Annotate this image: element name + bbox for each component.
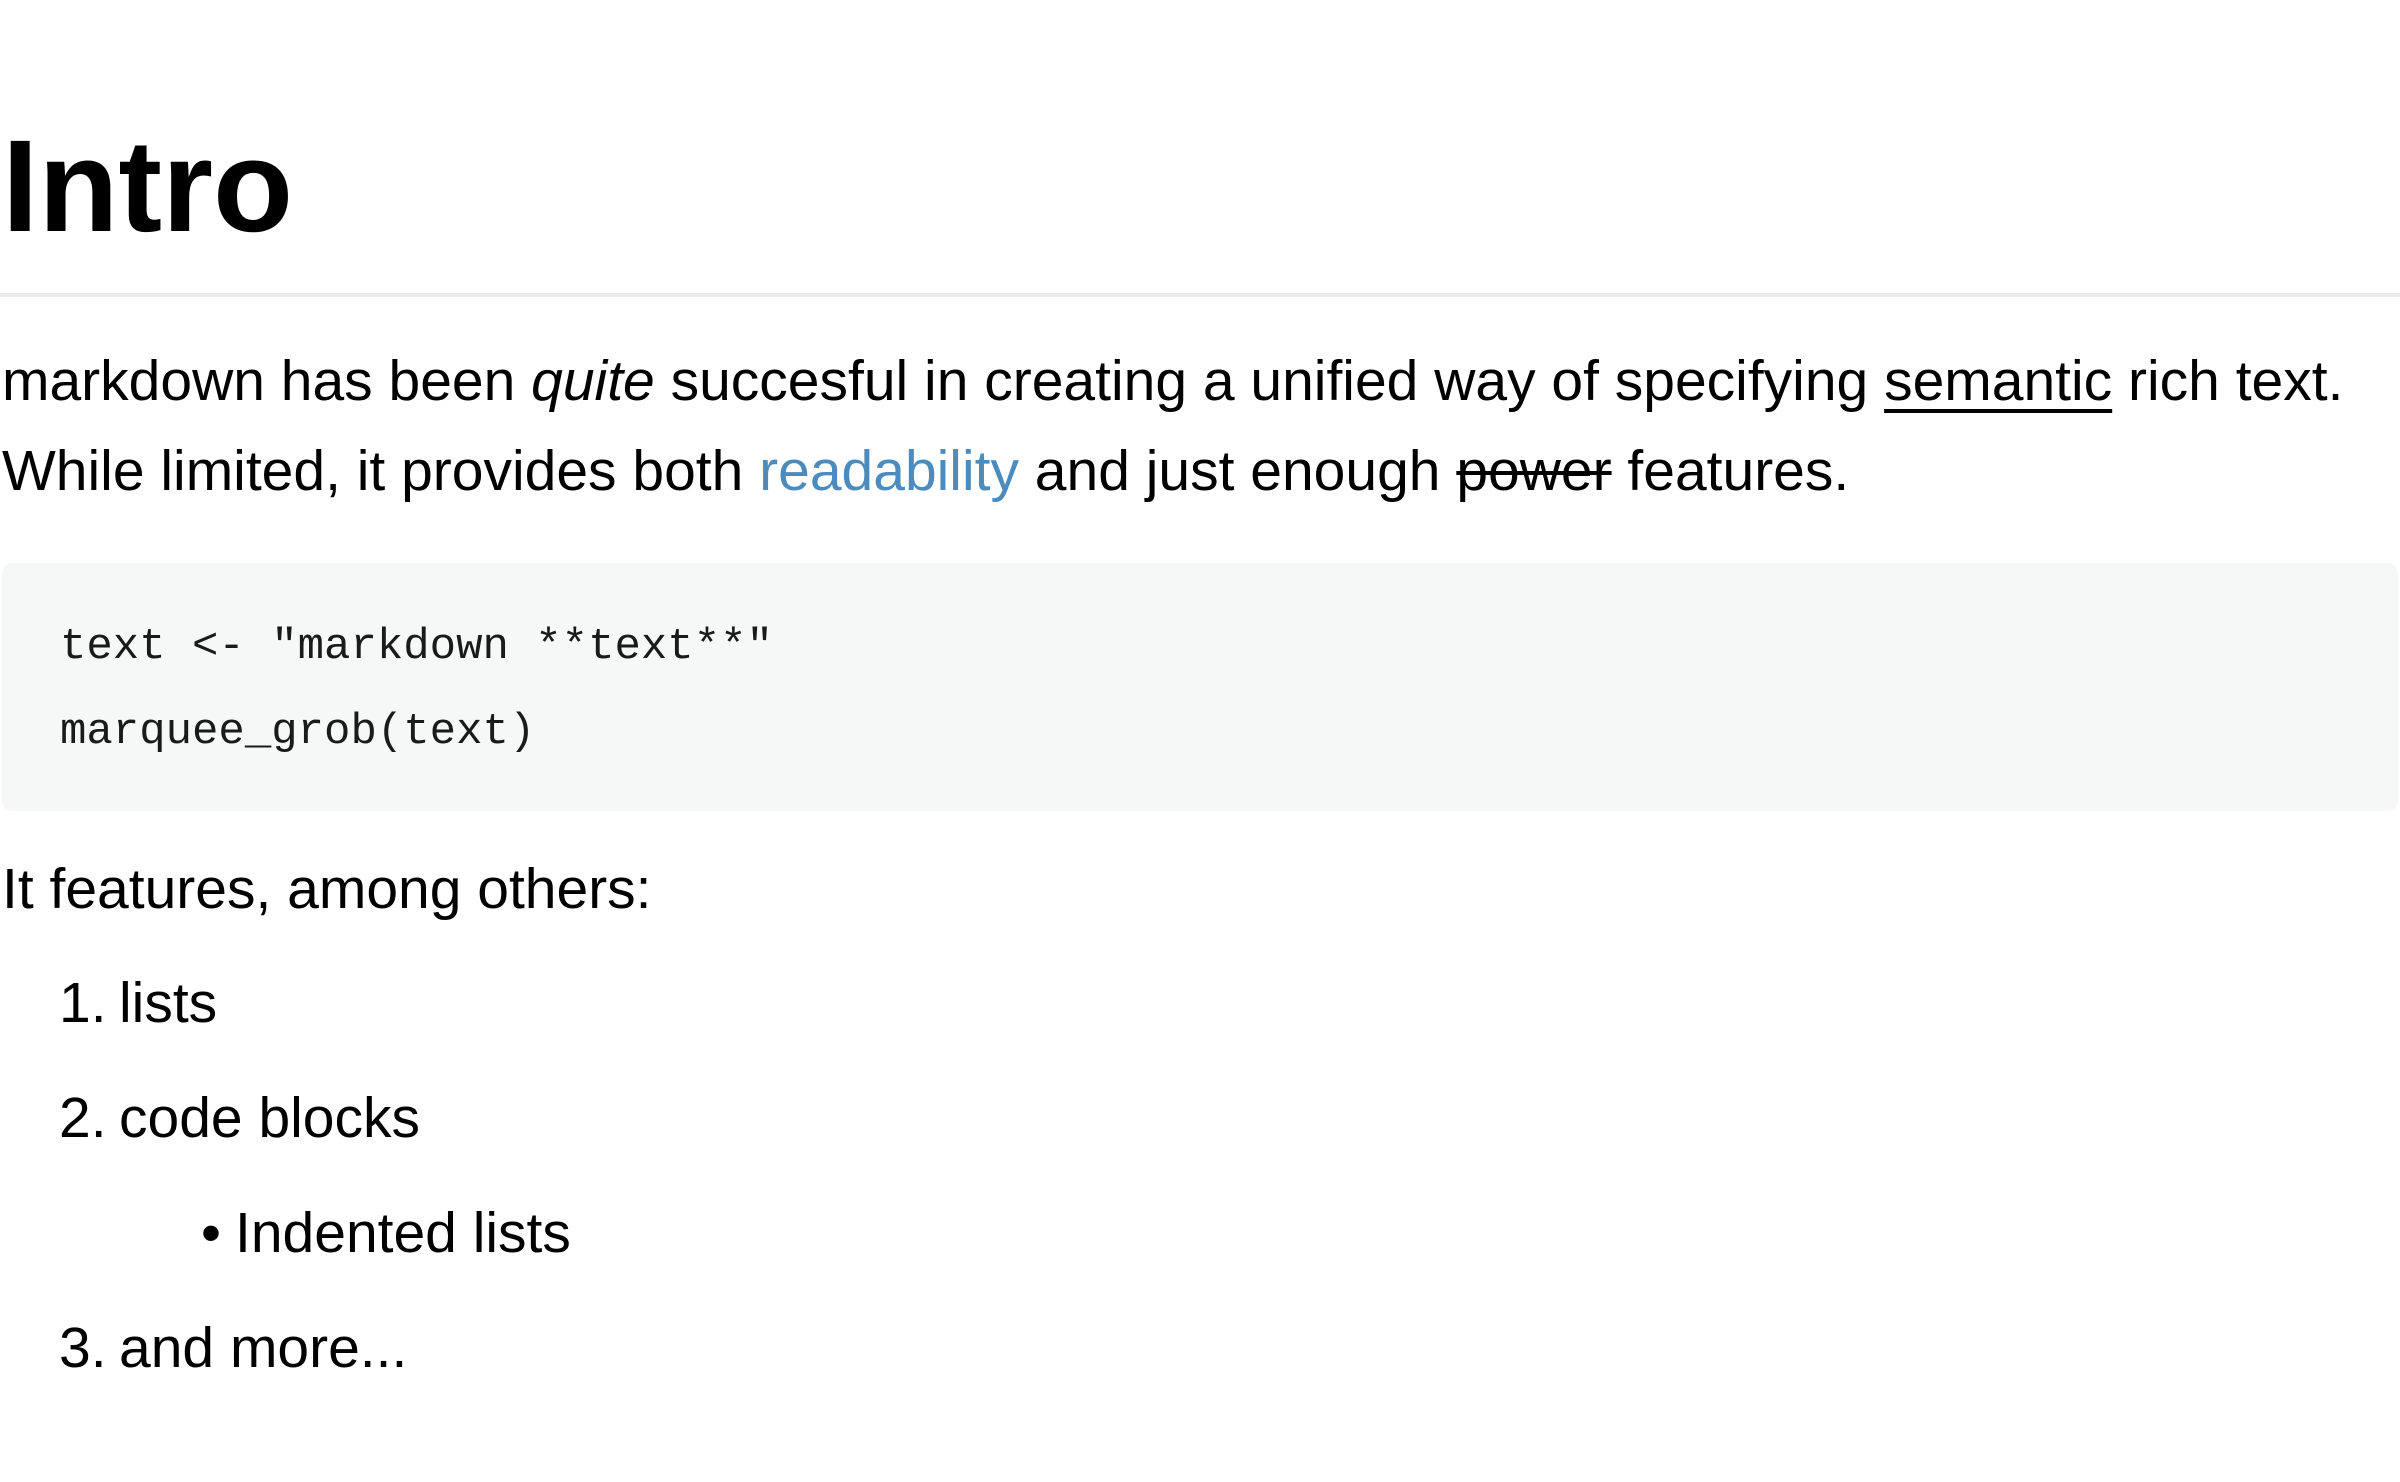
bullet-icon: • [201, 1201, 221, 1265]
strikethrough-text: power [1456, 439, 1612, 503]
list-item-label: code blocks [119, 1086, 421, 1150]
list-number-marker: 3. [59, 1316, 107, 1380]
text-segment: and just enough [1018, 439, 1457, 503]
code-line: marquee_grob(text) [60, 707, 536, 757]
divider [0, 293, 2400, 297]
list-item: 1.lists [2, 958, 2398, 1048]
list-number-marker: 2. [59, 1086, 107, 1150]
text-segment: succesful in creating a unified way of s… [654, 349, 1885, 413]
list-number-marker: 1. [59, 971, 107, 1035]
features-list: 1.lists 2.code blocks •Indented lists 3.… [2, 958, 2398, 1393]
list-item-nested: •Indented lists [2, 1188, 2398, 1278]
list-item-label: and more... [119, 1316, 408, 1380]
text-segment: markdown has been [2, 349, 532, 413]
code-line: text <- "markdown **text**" [60, 622, 773, 672]
features-intro-text: It features, among others: [2, 857, 652, 921]
list-item: 2.code blocks [2, 1073, 2398, 1163]
page-title: Intro [2, 112, 294, 259]
code-block: text <- "markdown **text**" marquee_grob(… [2, 563, 2398, 811]
readability-link[interactable]: readability [759, 439, 1019, 503]
underlined-text: semantic [1884, 349, 2113, 413]
italic-text: quite [531, 349, 655, 413]
text-segment: rich text. [2112, 349, 2344, 413]
list-item-label: Indented lists [235, 1201, 571, 1265]
list-item-label: lists [119, 971, 218, 1035]
intro-paragraph: markdown has been quite succesful in cre… [2, 336, 2398, 516]
text-segment: features. [1611, 439, 1850, 503]
text-segment: While limited, it provides both [2, 439, 760, 503]
list-item: 3.and more... [2, 1303, 2398, 1393]
